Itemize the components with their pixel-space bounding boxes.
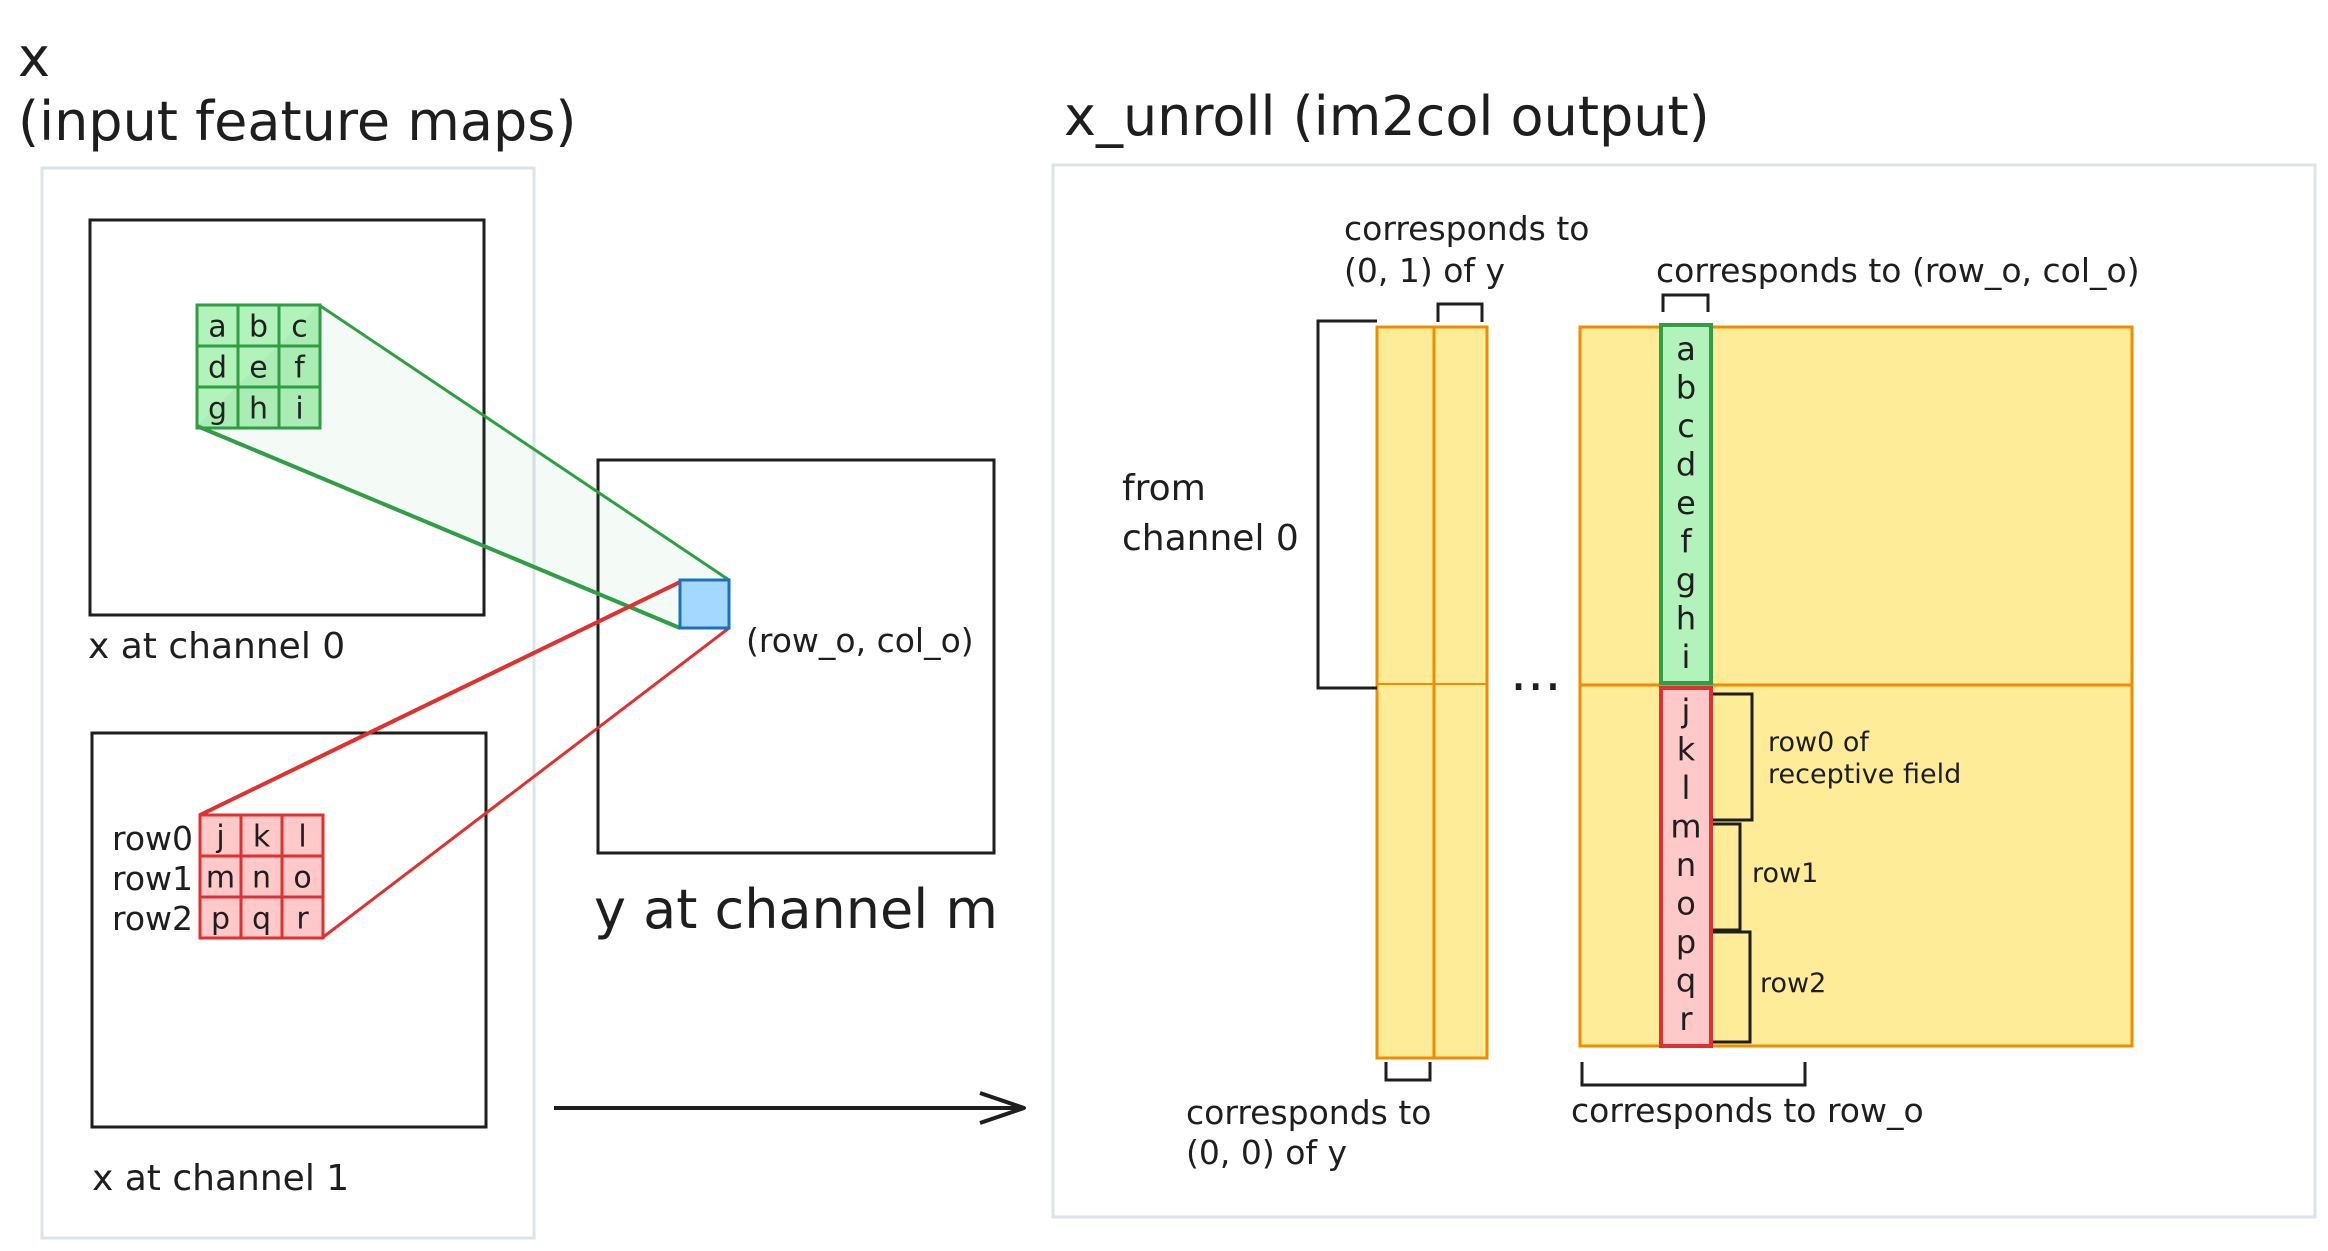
transform-arrow-head	[979, 1091, 1026, 1125]
red-projection-line-top	[199, 580, 681, 817]
left-title-subtitle: (input feature maps)	[18, 90, 576, 153]
kernel0-cell-value: b	[249, 310, 268, 345]
row1-label: row1	[1752, 858, 1818, 889]
green-projection-area	[197, 305, 729, 628]
red-column-value: p	[1676, 923, 1696, 961]
kernel0-cell	[236, 303, 281, 348]
kernel0-cell	[277, 344, 322, 389]
red-projection-line-bottom	[321, 626, 730, 940]
kernel1-cell-value: p	[211, 902, 230, 937]
from-channel-line1: from	[1122, 468, 1206, 509]
corr-rowcol-label: corresponds to (row_o, col_o)	[1656, 251, 2140, 290]
kernel0-cell-value: e	[249, 351, 267, 386]
corr-01-line2: (0, 1) of y	[1344, 251, 1505, 290]
channel1-label: x at channel 1	[92, 1158, 349, 1199]
kernel1-cell	[280, 895, 325, 940]
unroll-first-columns	[1375, 325, 1489, 1060]
output-pixel	[678, 578, 731, 630]
kernel0-cell-value: h	[249, 392, 268, 427]
row2-label: row2	[112, 899, 193, 938]
kernel1-cell-value: l	[298, 820, 306, 855]
row2-label: row2	[1760, 968, 1826, 999]
kernel1-cell	[239, 895, 284, 940]
right-title: x_unroll (im2col output)	[1064, 85, 1710, 148]
unroll-panel	[1051, 163, 2317, 1219]
corr-00-bracket	[1384, 1062, 1432, 1082]
output-map	[596, 458, 996, 855]
kernel1-cell-value: m	[206, 861, 235, 896]
kernel0-cell	[236, 344, 281, 389]
row1-label: row1	[112, 859, 193, 898]
kernel0-cell-value: c	[291, 310, 308, 345]
kernel0-cell-value: f	[294, 351, 306, 386]
red-column-value: o	[1676, 885, 1696, 923]
kernel0-cell	[195, 344, 240, 389]
kernel1-cell-value: j	[215, 820, 224, 855]
row0-label-line2: receptive field	[1768, 759, 1961, 790]
green-column-value: e	[1676, 484, 1696, 522]
channel0-map	[88, 218, 486, 617]
green-column-value: h	[1676, 600, 1696, 638]
red-column-value: n	[1676, 846, 1696, 884]
row2-bracket	[1713, 930, 1752, 1044]
red-column-value: r	[1679, 1000, 1693, 1038]
from-channel-line2: channel 0	[1122, 518, 1299, 559]
red-column-value: m	[1670, 808, 1701, 846]
row0-label: row0	[112, 819, 193, 858]
kernel1-cell-value: o	[293, 861, 311, 896]
kernel1-cell-value: n	[252, 861, 271, 896]
kernel1-cell-value: k	[253, 820, 271, 855]
kernel0-cell-value: g	[208, 392, 227, 427]
green-column-value: d	[1676, 446, 1696, 484]
corr-01-bracket	[1436, 302, 1484, 322]
kernel0-cell-value: a	[208, 310, 226, 345]
green-projection-line-bottom	[196, 424, 681, 630]
kernel1-cell	[280, 813, 325, 858]
kernel1-cell	[280, 854, 325, 899]
corr-row-label: corresponds to row_o	[1571, 1091, 1924, 1130]
from-channel0-bracket	[1316, 319, 1377, 690]
green-column-value: i	[1682, 638, 1691, 676]
ellipsis: ...	[1510, 640, 1562, 703]
red-column-value: l	[1682, 769, 1691, 807]
kernel1-cell-value: q	[252, 902, 271, 937]
green-projection-line-top	[318, 303, 730, 582]
row1-bracket	[1713, 822, 1742, 932]
green-column-value: b	[1676, 369, 1696, 407]
kernel0-cell-value: i	[295, 392, 303, 427]
green-column-value: c	[1677, 407, 1695, 445]
corr-rowcol-bracket	[1661, 293, 1710, 312]
output-map-label: y at channel m	[594, 878, 998, 941]
green-column-value: f	[1680, 523, 1692, 561]
kernel0-cell	[277, 385, 322, 430]
corr-00-line2: (0, 0) of y	[1186, 1133, 1347, 1172]
red-unrolled-column	[1659, 686, 1713, 1048]
corr-01-line1: corresponds to	[1344, 209, 1589, 248]
output-position-label: (row_o, col_o)	[746, 621, 974, 660]
input-panel	[40, 166, 536, 1240]
green-column-value: a	[1676, 330, 1696, 368]
red-column-value: j	[1681, 692, 1691, 730]
row0-bracket	[1713, 692, 1754, 822]
row0-label-line1: row0 of	[1768, 727, 1870, 758]
kernel1-cell-value: r	[296, 902, 309, 937]
channel0-label: x at channel 0	[88, 626, 345, 667]
red-column-value: q	[1676, 962, 1696, 1000]
kernel0-cell-value: d	[208, 351, 227, 386]
green-column-value: g	[1676, 561, 1696, 599]
left-title-x: x	[18, 26, 50, 89]
corr-00-line1: corresponds to	[1186, 1093, 1431, 1132]
red-column-value: k	[1677, 731, 1696, 769]
corr-row-bracket	[1580, 1062, 1807, 1087]
green-unrolled-column	[1659, 323, 1713, 685]
